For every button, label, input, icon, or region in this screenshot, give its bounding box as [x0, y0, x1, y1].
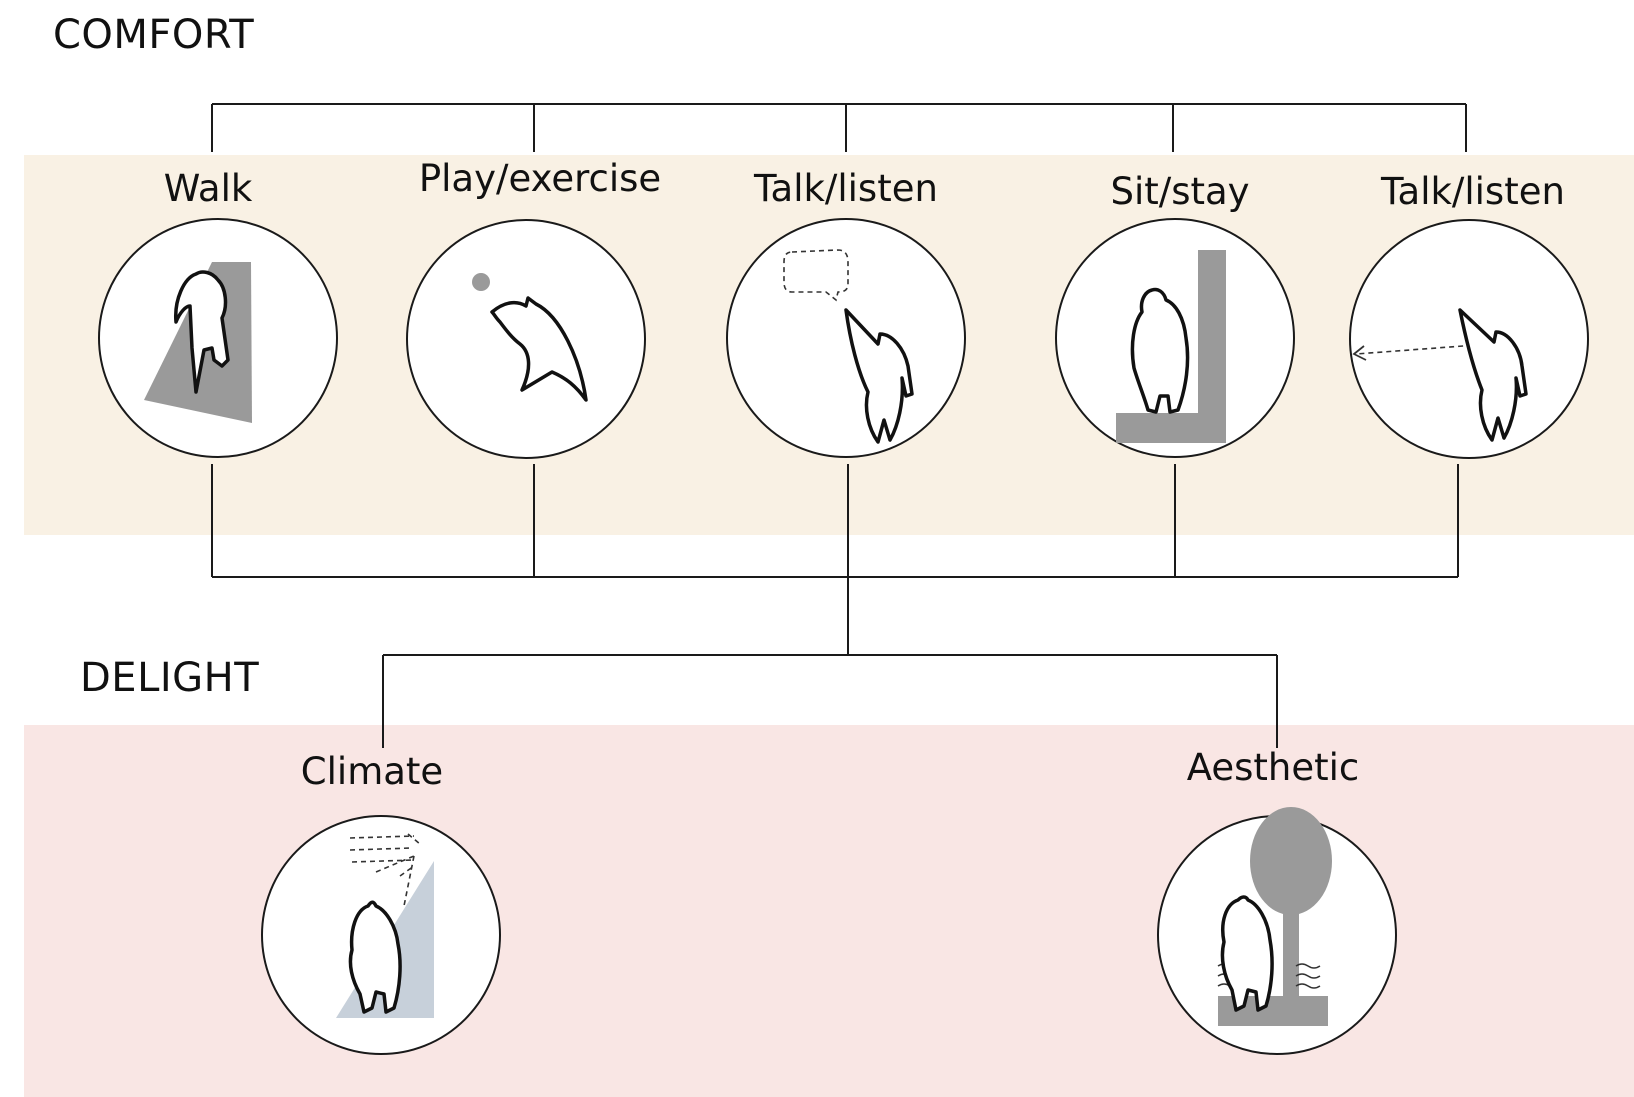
comfort-title: COMFORT — [53, 12, 255, 58]
activity-label-talk-listen-2: Talk/listen — [1381, 170, 1565, 213]
activity-label-play-exercise: Play/exercise — [418, 157, 662, 200]
person-listening-arrow-icon — [1349, 219, 1589, 459]
activity-label-walk: Walk — [163, 167, 253, 210]
person-playing-ball-icon — [406, 219, 646, 459]
activity-label-talk-listen-1: Talk/listen — [754, 167, 938, 210]
bottom-connector — [211, 464, 1459, 655]
quality-label-climate: Climate — [300, 750, 444, 793]
delight-title: DELIGHT — [80, 655, 260, 701]
walking-person-icon — [98, 218, 338, 458]
person-sitting-against-wall-icon — [1055, 218, 1295, 458]
delight-connector — [382, 654, 1278, 748]
top-connector — [211, 103, 1467, 152]
quality-label-aesthetic: Aesthetic — [1186, 746, 1360, 789]
activity-label-sit-stay: Sit/stay — [1110, 170, 1250, 213]
person-talking-speech-bubble-icon — [726, 218, 966, 458]
person-in-sunlight-icon — [261, 815, 501, 1055]
person-by-tree-icon — [1157, 807, 1397, 1055]
